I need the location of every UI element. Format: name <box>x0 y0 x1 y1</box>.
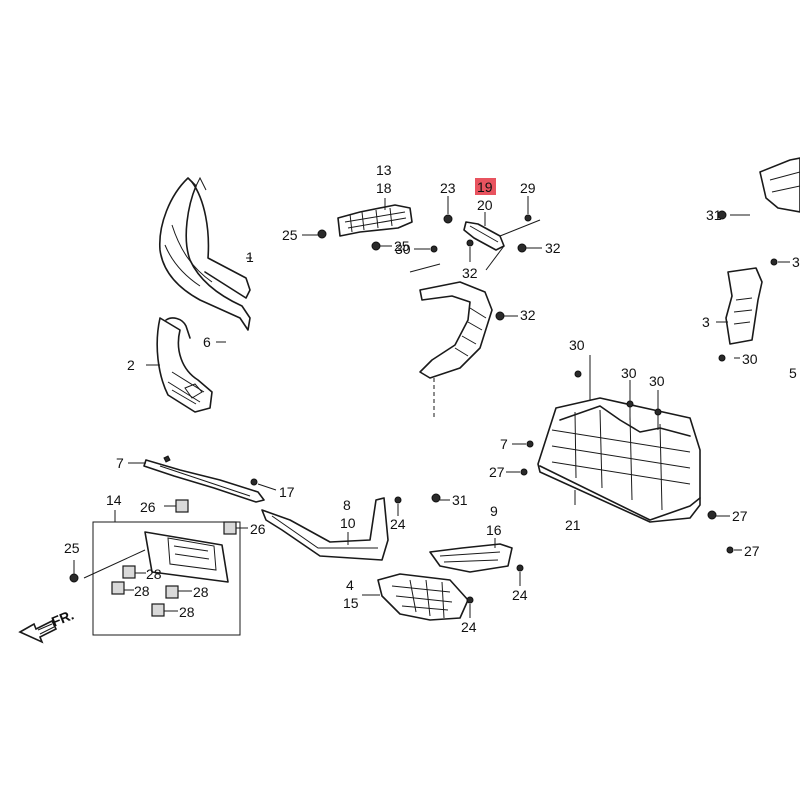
highlight-box-19 <box>475 178 496 195</box>
fastener-17 <box>250 478 258 486</box>
callout-28-d: 28 <box>179 604 195 620</box>
callout-24-c: 24 <box>461 619 477 635</box>
part-upper-right <box>730 157 800 216</box>
callout-6: 6 <box>203 334 211 350</box>
fastener-24-c <box>466 596 474 604</box>
part-3-side-bracket <box>716 267 763 345</box>
callout-8: 8 <box>343 497 351 513</box>
fastener-30-d <box>654 408 662 416</box>
fastener-25-b <box>371 241 381 251</box>
callout-20: 20 <box>477 197 493 213</box>
fastener-25-a <box>317 229 327 239</box>
fastener-32-c <box>495 311 505 321</box>
callout-28-a: 28 <box>146 566 162 582</box>
callout-32-b: 32 <box>462 265 478 281</box>
fastener-31-a <box>431 493 441 503</box>
callout-28-c: 28 <box>193 584 209 600</box>
fastener-30-c <box>626 400 634 408</box>
callout-16: 16 <box>486 522 502 538</box>
callout-23: 23 <box>440 180 456 196</box>
callout-1: 1 <box>246 249 254 265</box>
callout-3: 3 <box>702 314 710 330</box>
fastener-25-c <box>69 573 79 583</box>
leader-lines <box>73 196 790 618</box>
callout-32-a: 32 <box>545 240 561 256</box>
fastener-24-a <box>394 496 402 504</box>
fastener-32-b <box>466 239 474 247</box>
part-13-bracket <box>337 198 413 237</box>
callout-7: 7 <box>116 455 124 471</box>
part-2-lower-bumper <box>146 317 213 413</box>
part-19-side-bracket <box>463 212 541 271</box>
callout-31-b: 31 <box>706 207 722 223</box>
callout-5: 5 <box>789 365 797 381</box>
callout-10: 10 <box>340 515 356 531</box>
part-26-clip-a <box>175 499 189 513</box>
callout-right-3: 3 <box>792 254 800 270</box>
part-28-clips <box>111 565 192 617</box>
direction-label: FR. <box>49 606 76 629</box>
fastener-30-e <box>718 354 726 362</box>
part-21-air-shutter <box>537 355 701 523</box>
callout-9: 9 <box>490 503 498 519</box>
callout-26-b: 26 <box>250 521 266 537</box>
callout-27-a: 27 <box>489 464 505 480</box>
fastener-right-3 <box>770 258 778 266</box>
callout-31-a: 31 <box>452 492 468 508</box>
callout-32-c: 32 <box>520 307 536 323</box>
callout-labels: 1 2 6 13 18 23 19 20 29 25 25 32 32 32 3… <box>64 162 800 635</box>
part-7-strip <box>128 455 265 503</box>
callout-4: 4 <box>346 577 354 593</box>
callout-27-c: 27 <box>744 543 760 559</box>
callout-30-a: 30 <box>395 241 411 257</box>
part-26-clip-b <box>223 521 237 535</box>
callout-25-a: 25 <box>282 227 298 243</box>
callout-30-b: 30 <box>569 337 585 353</box>
callout-25-b: 25 <box>394 238 410 254</box>
part-9-bracket <box>429 538 513 573</box>
fastener-7 <box>526 440 534 448</box>
callout-18: 18 <box>376 180 392 196</box>
part-1-front-bumper-face <box>159 176 252 331</box>
callout-14: 14 <box>106 492 122 508</box>
callout-2: 2 <box>127 357 135 373</box>
front-direction-arrow: FR. <box>18 606 76 644</box>
fastener-32-a <box>517 243 527 253</box>
callout-24-b: 24 <box>512 587 528 603</box>
fastener-30-a <box>430 245 438 253</box>
callout-13: 13 <box>376 162 392 178</box>
callout-24-a: 24 <box>390 516 406 532</box>
fastener-27-a <box>520 468 528 476</box>
fastener-31-b <box>717 210 727 220</box>
callout-15: 15 <box>343 595 359 611</box>
callout-21: 21 <box>565 517 581 533</box>
fastener-27-c <box>726 546 734 554</box>
part-8-lower-trim <box>261 497 389 561</box>
part-4-fog-grille <box>362 573 469 621</box>
callout-26-a: 26 <box>140 499 156 515</box>
callout-25-c: 25 <box>64 540 80 556</box>
part-fender-panel <box>409 263 493 420</box>
callout-30-e: 30 <box>742 351 758 367</box>
callout-27-b: 27 <box>732 508 748 524</box>
fastener-24-b <box>516 564 524 572</box>
callout-17: 17 <box>279 484 295 500</box>
callout-29: 29 <box>520 180 536 196</box>
part-14-license-plate-bracket <box>83 510 241 636</box>
fastener-30-b <box>574 370 582 378</box>
callout-19: 19 <box>477 179 493 195</box>
callout-30-c: 30 <box>621 365 637 381</box>
callout-28-b: 28 <box>134 583 150 599</box>
fastener-23 <box>443 214 453 224</box>
callout-7-b: 7 <box>500 436 508 452</box>
fastener-29 <box>524 214 532 222</box>
fasteners <box>69 210 778 604</box>
fastener-27-b <box>707 510 717 520</box>
callout-30-d: 30 <box>649 373 665 389</box>
